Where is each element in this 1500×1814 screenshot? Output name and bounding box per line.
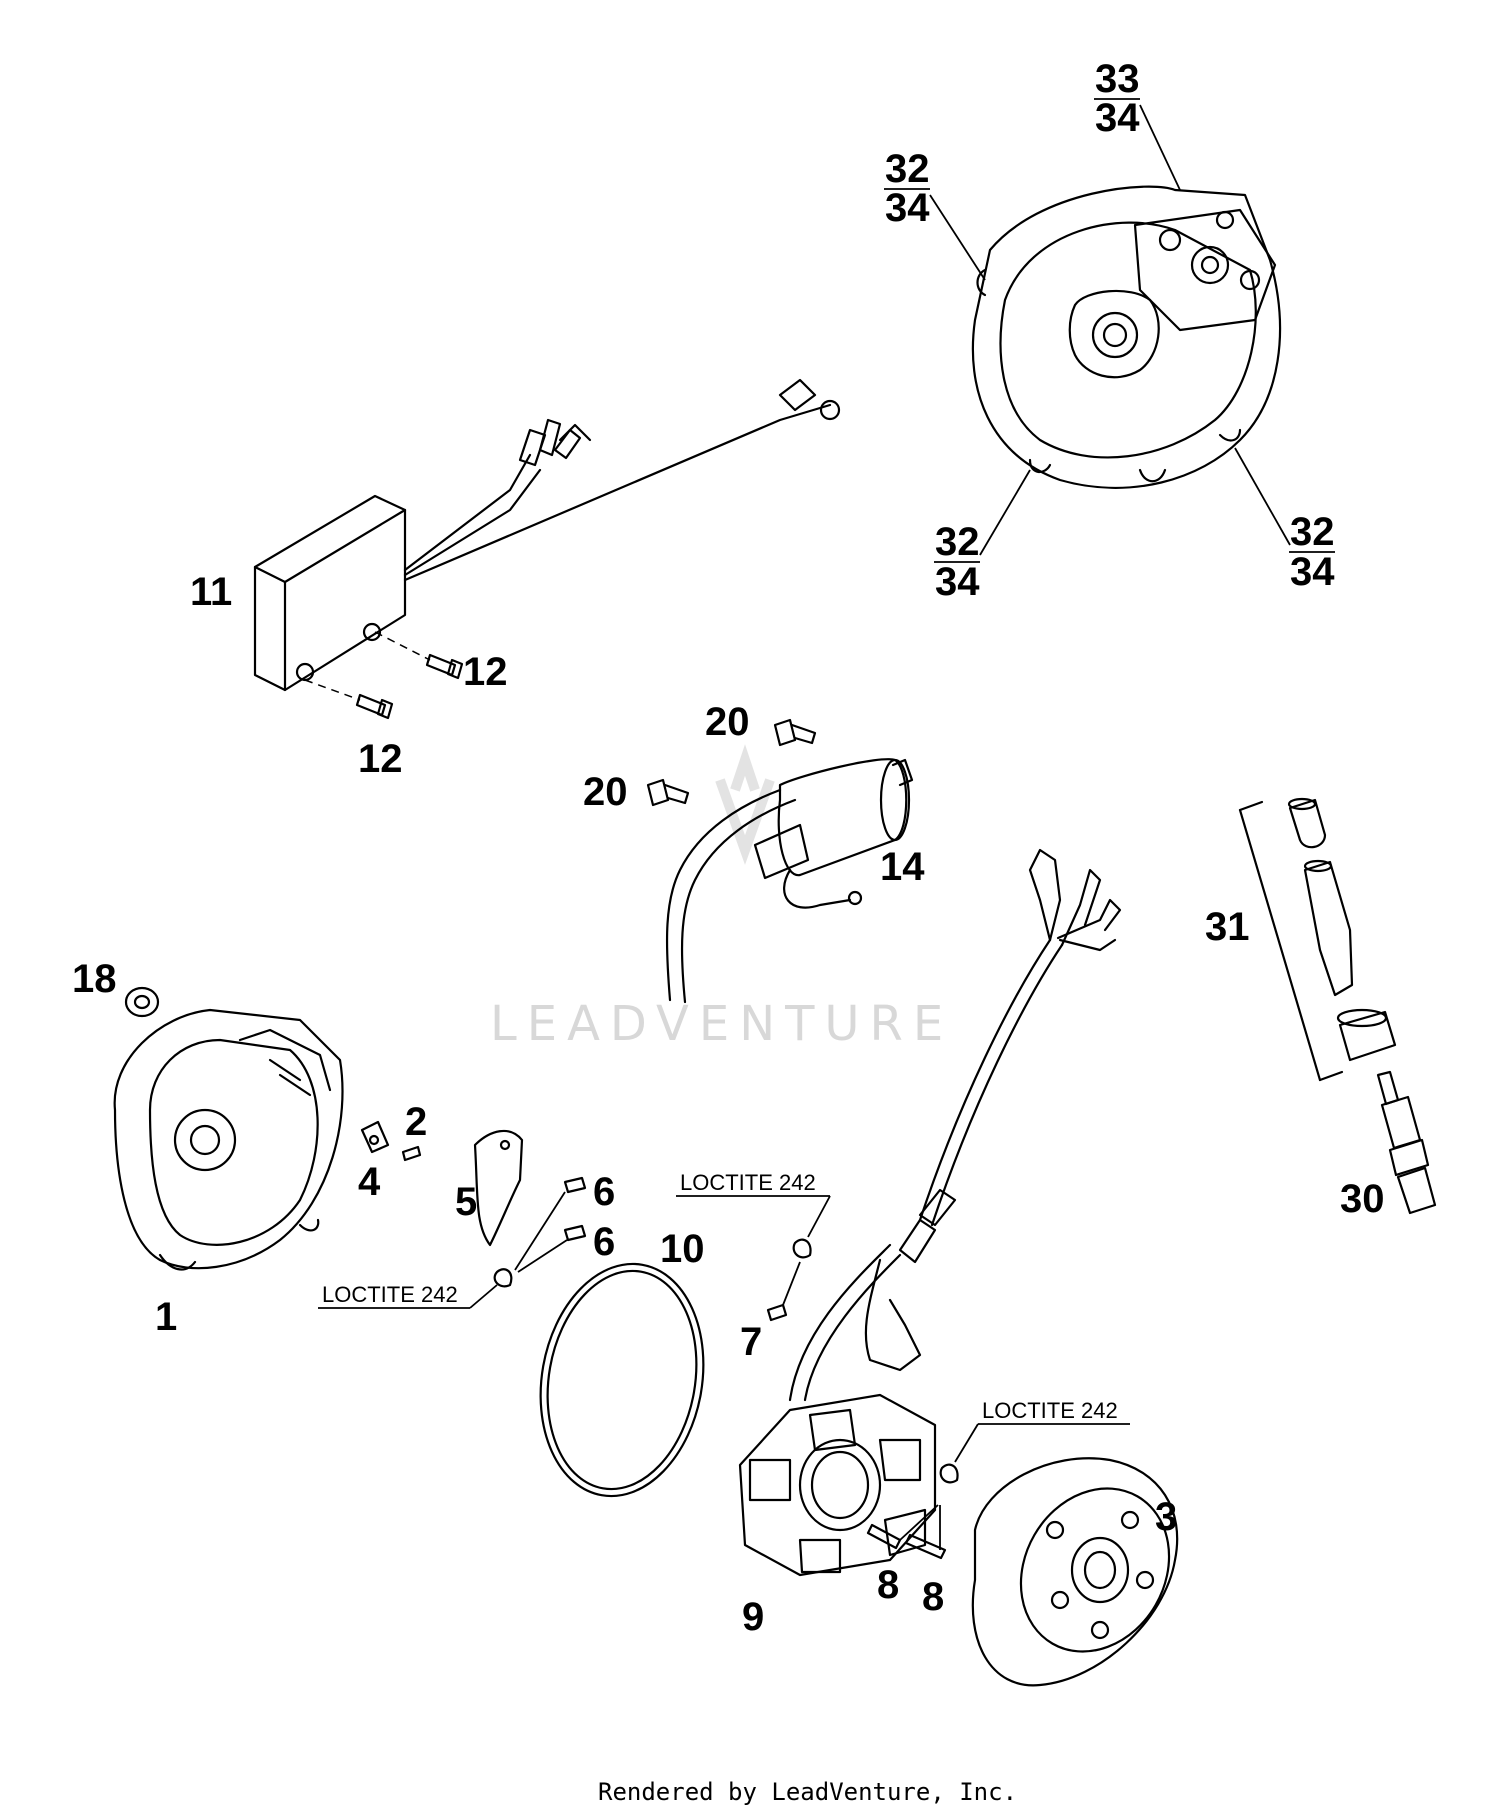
loctite-note-8: LOCTITE 242 (982, 1398, 1118, 1423)
callout-8-right: 8 (922, 1575, 944, 1619)
o-ring-10-part (539, 1262, 705, 1498)
callout-1: 1 (155, 1295, 177, 1339)
screws-8-part (866, 1463, 959, 1560)
callout-11: 11 (190, 570, 232, 614)
callout-10: 10 (660, 1227, 705, 1271)
footer-credit: Rendered by LeadVenture, Inc. (598, 1778, 1017, 1806)
callout-34-bottom-left: 34 (935, 560, 980, 604)
callout-34-left: 34 (885, 186, 930, 230)
watermark-text: LEADVENTURE (490, 996, 953, 1052)
leadventure-watermark: LEADVENTURE (490, 744, 953, 1052)
loctite-note-7: LOCTITE 242 (680, 1170, 816, 1195)
spark-plug-cap-part (1238, 797, 1397, 1082)
callout-30: 30 (1340, 1177, 1385, 1221)
screw-12-upper (374, 631, 464, 680)
spark-plug-part (1376, 1070, 1437, 1215)
callout-9: 9 (742, 1595, 764, 1639)
callout-32-left: 32 (885, 147, 930, 191)
callout-12-lower: 12 (358, 737, 403, 781)
callout-7: 7 (740, 1320, 762, 1364)
callout-32-bottom-right: 32 (1290, 510, 1335, 554)
callout-34-bottom-right: 34 (1290, 550, 1335, 594)
callout-3: 3 (1155, 1495, 1177, 1539)
callout-14: 14 (880, 845, 925, 889)
screw-7-part (766, 1238, 812, 1322)
callout-32-bottom-left: 32 (935, 520, 980, 564)
screw-12-lower (304, 679, 394, 720)
callout-18: 18 (72, 957, 117, 1001)
callout-5: 5 (455, 1180, 477, 1224)
ignition-coil-part (665, 758, 914, 1004)
grommet-18-part (124, 986, 160, 1018)
bolt-20-lower (646, 778, 690, 807)
plate-5-part (473, 1129, 524, 1247)
screws-6-part (493, 1176, 587, 1288)
screw-2-part (401, 1145, 422, 1162)
callout-31: 31 (1205, 905, 1250, 949)
callout-4: 4 (358, 1160, 381, 1204)
flywheel-3-part (971, 1457, 1179, 1687)
callout-2: 2 (405, 1100, 427, 1144)
generator-cover-part (113, 1008, 344, 1271)
callout-20-lower: 20 (583, 770, 628, 814)
ignition-cover-part (971, 185, 1282, 489)
stator-9-part (738, 848, 1122, 1577)
callout-20-upper: 20 (705, 700, 750, 744)
callout-34-under-33: 34 (1095, 96, 1140, 140)
callout-6-upper: 6 (593, 1170, 615, 1214)
bolt-20-upper (773, 718, 817, 747)
loctite-note-6: LOCTITE 242 (322, 1282, 458, 1307)
cdi-unit-part (253, 378, 841, 692)
callout-12-upper: 12 (463, 650, 508, 694)
callout-33-top: 33 (1095, 57, 1140, 101)
callout-6-lower: 6 (593, 1220, 615, 1264)
clip-4-part (360, 1120, 390, 1154)
callout-8-left: 8 (877, 1563, 899, 1607)
